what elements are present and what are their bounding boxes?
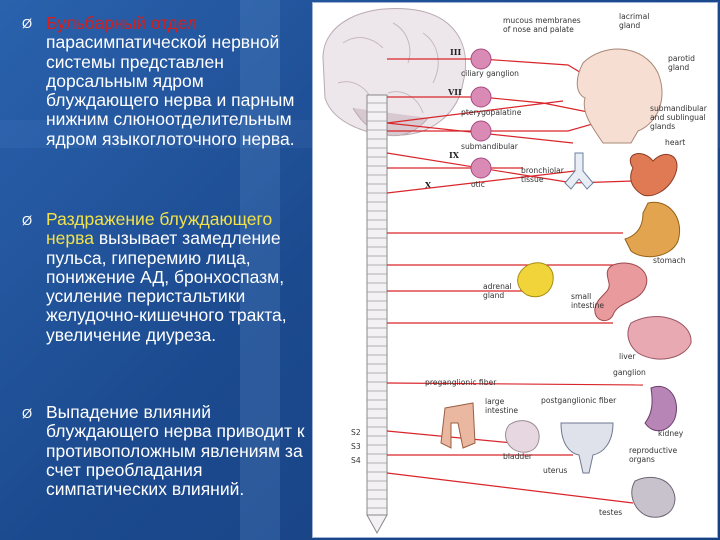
large-intestine-label-2: intestine xyxy=(485,406,518,415)
sacral-s4-label: S4 xyxy=(351,456,361,465)
cranial-nerve-x-label: X xyxy=(425,180,432,190)
reproductive-organs-label: reproductive xyxy=(629,446,677,455)
adrenal-gland-label-2: gland xyxy=(483,291,504,300)
uterus-label: uterus xyxy=(543,466,567,475)
sacral-s2-label: S2 xyxy=(351,428,361,437)
pterygopalatine-ganglion xyxy=(470,86,492,108)
spinal-cord xyxy=(366,94,388,535)
cranial-nerve-vii-label: VII xyxy=(447,87,462,97)
adrenal-gland-illustration xyxy=(517,262,554,298)
heart-label: heart xyxy=(665,138,685,147)
bullet-arrow-icon: Ø xyxy=(22,406,33,421)
preganglionic-fiber-label: preganglionic fiber xyxy=(425,378,497,387)
otic-label: otic xyxy=(471,180,485,189)
uterus-illustration xyxy=(560,422,614,474)
stomach-label: stomach xyxy=(653,256,686,265)
liver-illustration xyxy=(627,316,692,360)
bladder-illustration xyxy=(505,420,540,453)
testes-label: testes xyxy=(599,508,622,517)
small-intestine-label: small xyxy=(571,292,591,301)
bladder-label: bladder xyxy=(503,452,533,461)
bulbar-text: парасимпатической нервной системы предст… xyxy=(46,32,295,149)
paragraph-irritation: Раздражение блуждающего нерва вызывает з… xyxy=(46,209,306,345)
small-intestine-label-2: intestine xyxy=(571,301,604,310)
paragraph-loss: Выпадение влияний блуждающего нерва прив… xyxy=(46,402,305,500)
cranial-nerve-ix-label: IX xyxy=(449,150,460,160)
reproductive-organs-label-2: organs xyxy=(629,455,655,464)
bronchiolar-label: bronchiolar xyxy=(521,166,565,175)
lacrimal-gland-label: lacrimal xyxy=(619,12,649,21)
ciliary-ganglion-label: ciliary ganglion xyxy=(461,69,519,78)
brain-illustration xyxy=(322,7,467,137)
paragraph-bulbar: Бульбарный отдел парасимпатической нервн… xyxy=(46,13,306,149)
diagram-svg: III VII IX X ciliary ganglion pterygopal… xyxy=(322,7,708,535)
sacral-s3-label: S3 xyxy=(351,442,361,451)
large-intestine-illustration xyxy=(440,402,476,449)
submandibular-ganglion-label: submandibular xyxy=(461,142,519,151)
liver-label: liver xyxy=(619,352,636,361)
postganglionic-fiber-label: postganglionic fiber xyxy=(541,396,617,405)
mucous-membranes-label-2: of nose and palate xyxy=(503,25,574,34)
lacrimal-gland-label-2: gland xyxy=(619,21,640,30)
bronchiolar-label-2: tissue xyxy=(521,175,544,184)
kidney-label: kidney xyxy=(658,429,684,438)
pterygopalatine-label: pterygopalatine xyxy=(461,108,522,117)
submandibular-glands-label-2: and sublingual xyxy=(650,113,706,122)
bullet-arrow-icon: Ø xyxy=(22,213,33,228)
parotid-gland-label-2: gland xyxy=(668,63,689,72)
background-stripe xyxy=(240,0,280,540)
small-intestine-illustration xyxy=(594,262,648,322)
bronchi-illustration xyxy=(564,152,594,190)
mucous-membranes-label: mucous membranes xyxy=(503,16,581,25)
adrenal-gland-label: adrenal xyxy=(483,282,512,291)
parotid-gland-label: parotid xyxy=(668,54,695,63)
nerve-fibers xyxy=(386,58,644,504)
irritation-heading: Раздражение блуждающего нерва xyxy=(46,209,273,249)
bullet-arrow-icon: Ø xyxy=(22,16,33,31)
ciliary-ganglion xyxy=(470,48,492,70)
large-intestine-label: large xyxy=(485,397,505,406)
testes-illustration xyxy=(631,476,676,518)
ganglion-label: ganglion xyxy=(613,368,646,377)
cranial-nerve-iii-label: III xyxy=(450,47,461,57)
text-panel: Ø Бульбарный отдел парасимпатической нер… xyxy=(14,10,304,538)
parasympathetic-diagram: III VII IX X ciliary ganglion pterygopal… xyxy=(312,2,718,538)
submandibular-ganglion xyxy=(470,120,492,142)
submandibular-glands-label-3: glands xyxy=(650,122,675,131)
heart-illustration xyxy=(630,153,678,197)
irritation-text: вызывает замедление пульса, гиперемию ли… xyxy=(46,228,287,345)
head-illustration xyxy=(576,48,663,144)
stomach-illustration xyxy=(624,201,680,258)
ganglia xyxy=(470,48,492,179)
submandibular-glands-label: submandibular xyxy=(650,104,708,113)
kidney-illustration xyxy=(644,385,677,432)
otic-ganglion xyxy=(470,157,492,179)
bulbar-heading: Бульбарный отдел xyxy=(46,13,198,33)
